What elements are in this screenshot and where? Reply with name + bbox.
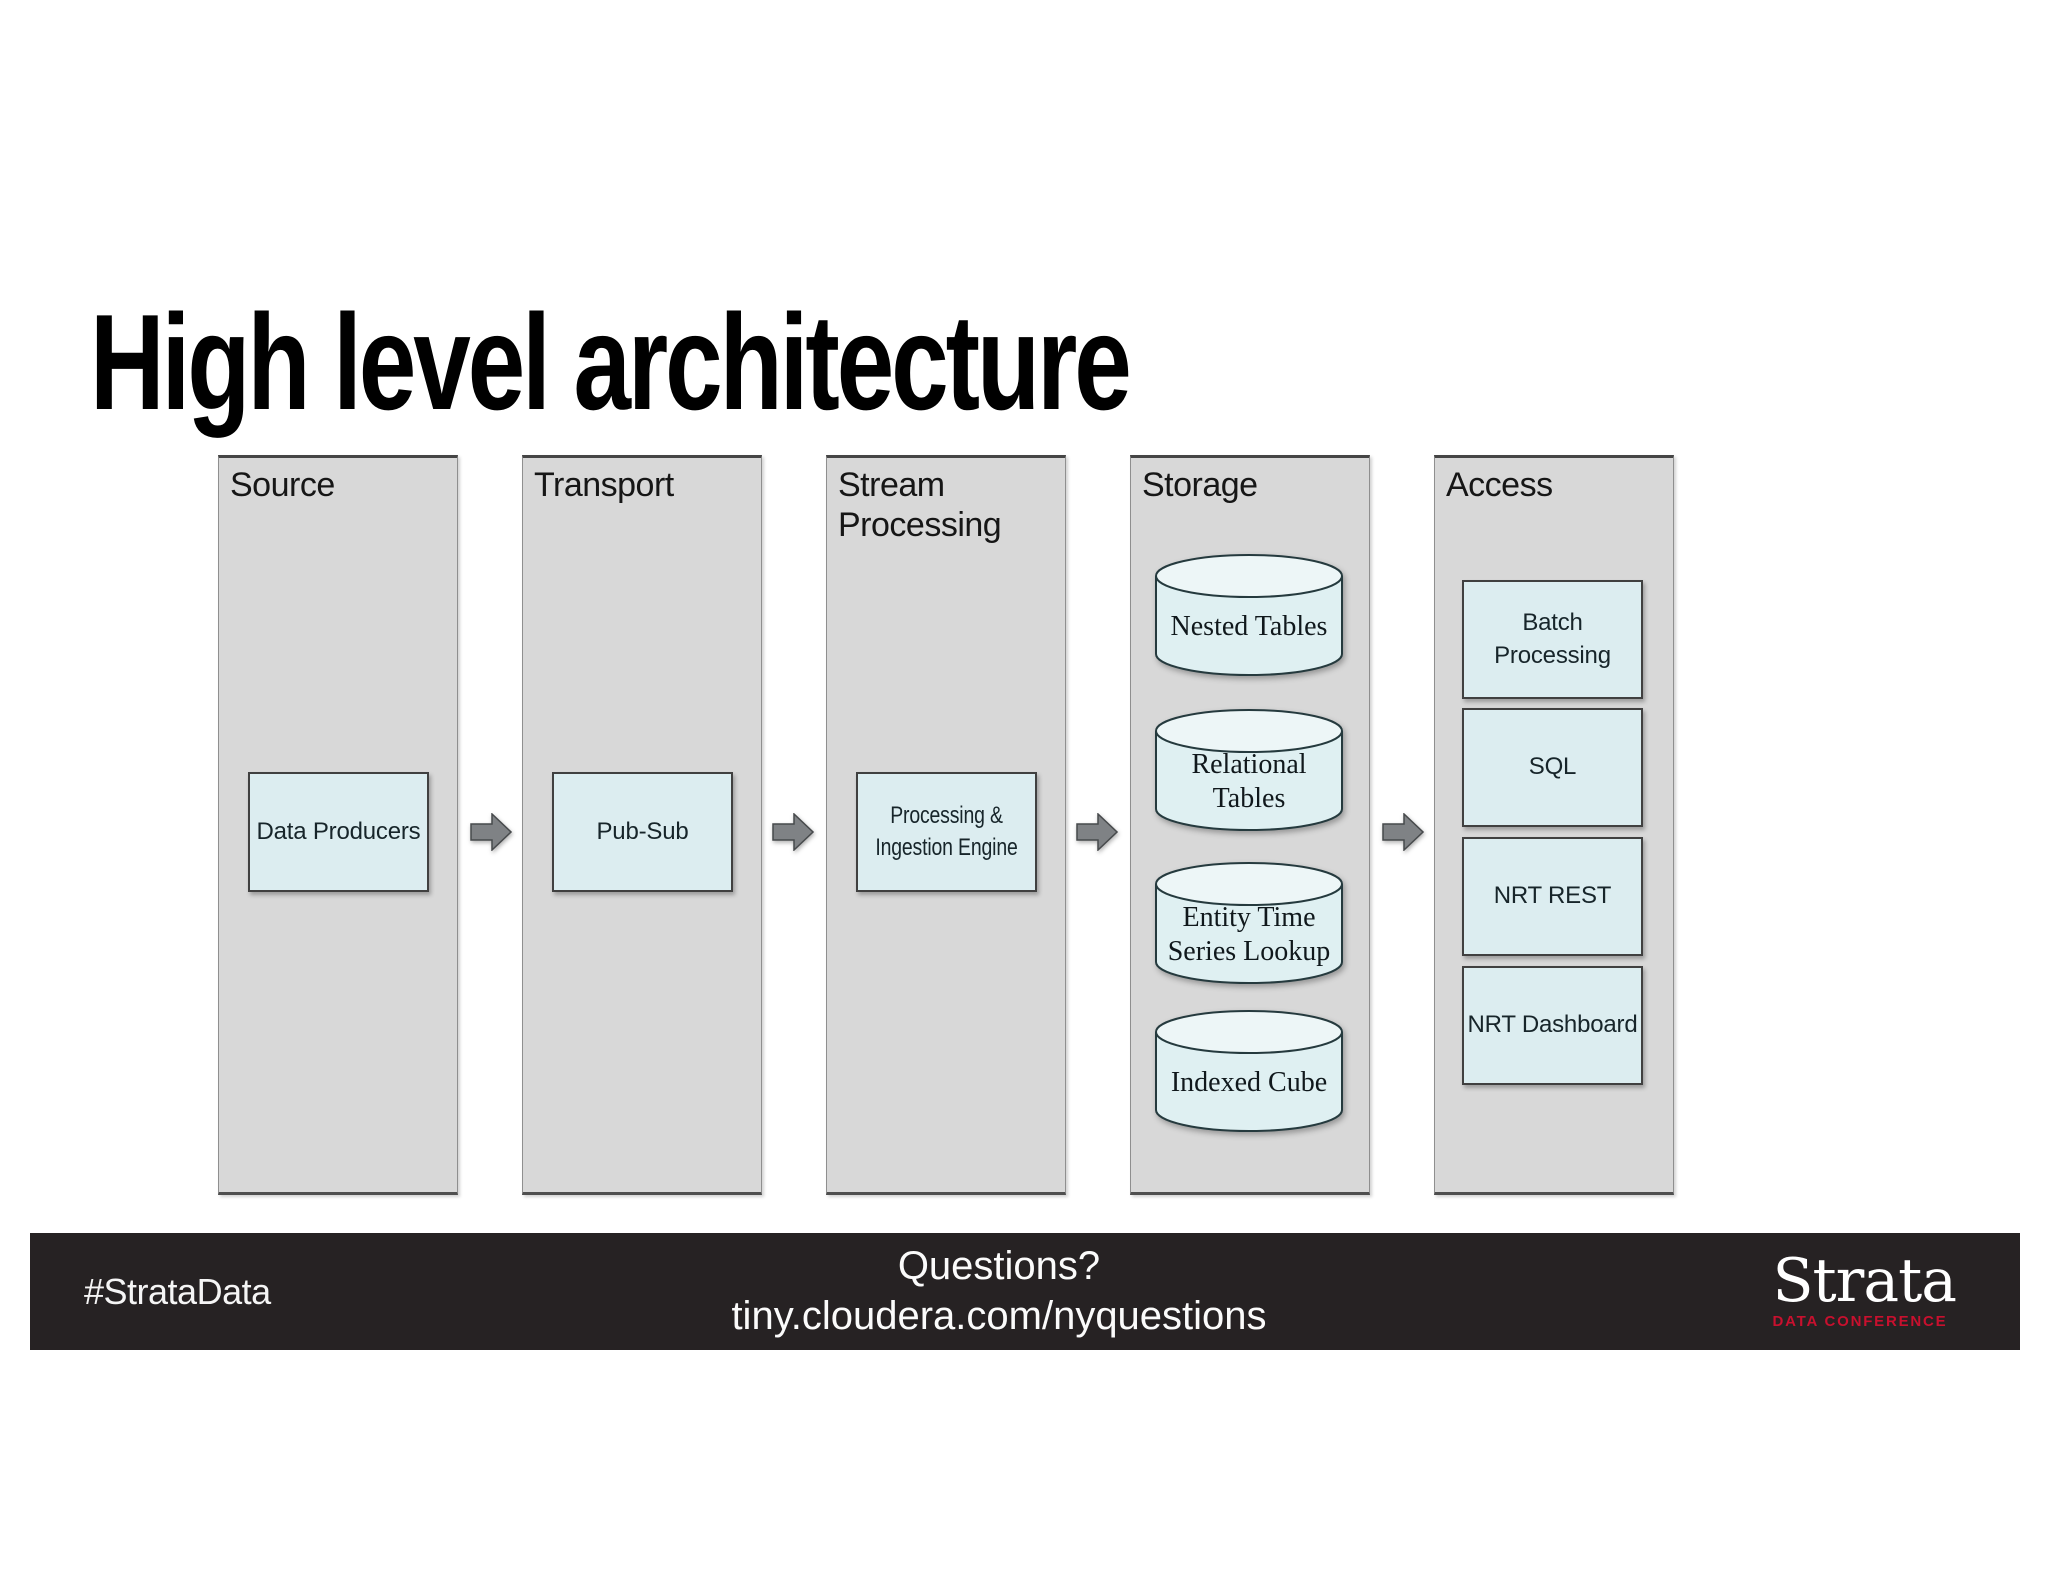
- processing-ingestion-engine-box: Processing & Ingestion Engine: [856, 772, 1037, 892]
- nrt-dashboard-box: NRT Dashboard: [1462, 966, 1643, 1085]
- entity-time-series-lookup-label: Entity Time Series Lookup: [1167, 901, 1331, 967]
- strata-logo-subtitle: DATA CONFERENCE: [1772, 1313, 1948, 1330]
- relational-tables-label: Relational Tables: [1191, 748, 1307, 814]
- data-producers-box: Data Producers: [248, 772, 429, 892]
- data-producers-label: Data Producers: [256, 817, 421, 845]
- entity-time-series-lookup-cylinder: Entity Time Series Lookup: [1154, 861, 1344, 985]
- processing-ingestion-engine-label: Processing & Ingestion Engine: [875, 801, 1018, 861]
- column-storage-label: Storage: [1142, 466, 1258, 504]
- strata-logo: Strata DATA CONFERENCE: [1772, 1233, 1957, 1350]
- database-cylinder-icon: [1155, 709, 1343, 831]
- flow-arrow-icon: [1382, 813, 1424, 851]
- strata-wordmark: Strata: [1772, 1246, 1957, 1316]
- questions-heading: Questions?: [897, 1243, 1101, 1288]
- relational-tables-cylinder: Relational Tables: [1154, 708, 1344, 832]
- flow-arrow-icon: [470, 813, 512, 851]
- footer-bar: #StrataData Questions? tiny.cloudera.com…: [30, 1233, 2020, 1350]
- flow-arrow-icon: [1076, 813, 1118, 851]
- column-transport-label: Transport: [534, 466, 674, 504]
- sql-box: SQL: [1462, 708, 1643, 827]
- pub-sub-label: Pub-Sub: [596, 817, 689, 845]
- batch-processing-label: Batch Processing: [1494, 609, 1611, 669]
- indexed-cube-label: Indexed Cube: [1170, 1066, 1328, 1098]
- page-title: High level architecture: [90, 286, 1132, 438]
- nrt-rest-label: NRT REST: [1493, 882, 1612, 910]
- questions-block: Questions? tiny.cloudera.com/nyquestions: [731, 1233, 1266, 1350]
- flow-arrow-icon: [772, 813, 814, 851]
- column-source-label: Source: [230, 466, 335, 504]
- database-cylinder-icon: [1155, 554, 1343, 676]
- nrt-dashboard-label: NRT Dashboard: [1467, 1011, 1638, 1039]
- indexed-cube-cylinder: Indexed Cube: [1154, 1009, 1344, 1133]
- batch-processing-box: Batch Processing: [1462, 580, 1643, 699]
- pub-sub-box: Pub-Sub: [552, 772, 733, 892]
- column-access-label: Access: [1446, 466, 1553, 504]
- questions-url: tiny.cloudera.com/nyquestions: [731, 1293, 1267, 1338]
- database-cylinder-icon: [1155, 1010, 1343, 1132]
- hashtag-label: #StrataData: [84, 1270, 271, 1312]
- sql-label: SQL: [1528, 753, 1577, 781]
- nested-tables-cylinder: Nested Tables: [1154, 553, 1344, 677]
- column-stream-processing-label: Stream Processing: [838, 466, 1002, 545]
- database-cylinder-icon: [1155, 862, 1343, 984]
- nested-tables-label: Nested Tables: [1170, 610, 1328, 642]
- nrt-rest-box: NRT REST: [1462, 837, 1643, 956]
